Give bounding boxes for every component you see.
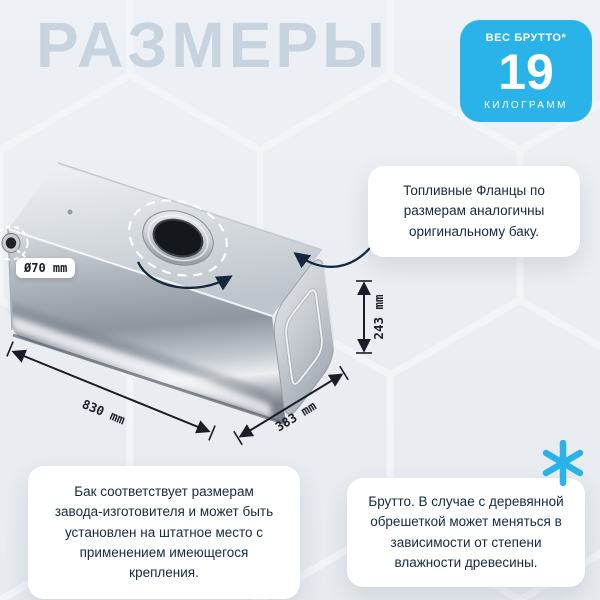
callout-arrow (293, 247, 371, 269)
fitting-bore (5, 237, 17, 249)
flange-dashed-circle (128, 199, 228, 277)
gross-weight-note-text: Брутто. В случае с деревянной обрешеткой… (368, 494, 564, 570)
fitment-note-card: Бак соответствует размерам завода-изгото… (28, 466, 300, 600)
flange-callout-text: Топливные Фланцы по размерам аналогичны … (403, 183, 545, 239)
fitment-note-text: Бак соответствует размерам завода-изгото… (54, 484, 274, 580)
page-title: РАЗМЕРЫ (36, 9, 389, 81)
flange-hole (153, 219, 203, 257)
gross-weight-note-card: Брутто. В случае с деревянной обрешеткой… (347, 478, 585, 587)
dimension-height: 243 mm (356, 280, 386, 354)
badge-label: ВЕС БРУТТО* (485, 31, 567, 44)
fitting-dashed-circle (0, 225, 29, 261)
rotation-arrow (136, 261, 233, 291)
gross-weight-badge: ВЕС БРУТТО* 19 КИЛОГРАММ (460, 20, 592, 122)
tank-front-top-edge (7, 228, 273, 317)
flange-opening (128, 199, 228, 277)
asterisk-icon (542, 440, 584, 486)
badge-unit: КИЛОГРАММ (484, 99, 568, 111)
dimension-height-label: 243 mm (371, 294, 386, 340)
tank-weld-dot (67, 209, 73, 215)
tank-back-top-edge (57, 162, 323, 251)
flange-diameter-chip: Ø70 mm (16, 258, 76, 278)
end-cap-rim-highlight (323, 263, 336, 353)
dimension-length-label: 830 mm (80, 396, 128, 427)
flange-hole-rim (152, 218, 204, 258)
fuel-tank-illustration (0, 162, 336, 426)
flange-callout-card: Топливные Фланцы по размерам аналогичны … (368, 166, 580, 257)
flange-ring-highlight (147, 214, 209, 262)
badge-value: 19 (498, 43, 554, 100)
